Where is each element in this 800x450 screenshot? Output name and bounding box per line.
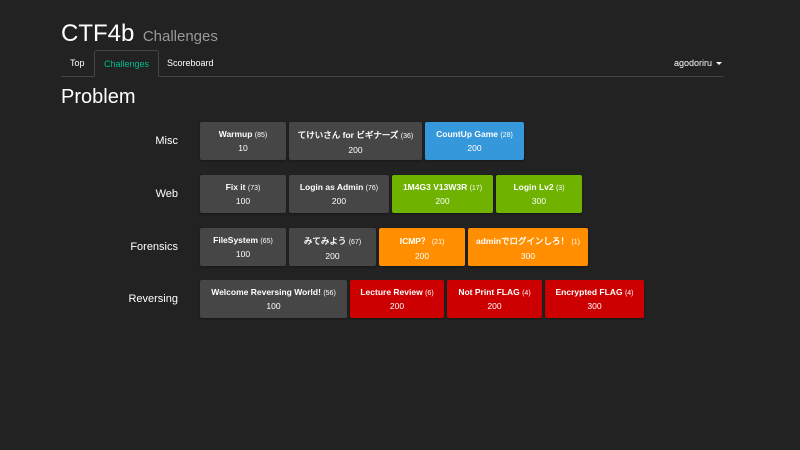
brand: CTF4b Challenges bbox=[61, 20, 218, 48]
challenge-points: 300 bbox=[520, 251, 536, 261]
challenge-title: 1M4G3 V13W3R (17) bbox=[402, 182, 483, 192]
challenge-title: Encrypted FLAG (4) bbox=[555, 287, 634, 297]
challenge-points: 200 bbox=[389, 301, 405, 311]
challenge-points: 200 bbox=[348, 145, 363, 155]
solve-count: (1) bbox=[571, 239, 580, 246]
challenge-title: FileSystem (65) bbox=[213, 235, 273, 245]
challenge-card[interactable]: Not Print FLAG (4) 200 bbox=[447, 280, 542, 318]
solve-count: (76) bbox=[365, 185, 379, 192]
challenge-card[interactable]: ICMP？ (21) 200 bbox=[379, 228, 465, 266]
solve-count: (21) bbox=[431, 239, 445, 246]
category-row-forensics: Forensics FileSystem (65) 100 みてみよう (67)… bbox=[0, 228, 800, 268]
challenge-points: 300 bbox=[587, 301, 602, 311]
challenge-card[interactable]: CountUp Game (28) 200 bbox=[425, 122, 524, 160]
tab-challenges[interactable]: Challenges bbox=[94, 50, 160, 77]
solve-count: (56) bbox=[323, 290, 336, 297]
challenge-title: CountUp Game (28) bbox=[436, 129, 513, 139]
challenge-card[interactable]: みてみよう (67) 200 bbox=[289, 228, 376, 266]
category-row-reversing: Reversing Welcome Reversing World! (56) … bbox=[0, 280, 800, 320]
category-label: Misc bbox=[155, 135, 178, 147]
brand-subtitle: Challenges bbox=[142, 28, 218, 45]
brand-title[interactable]: CTF4b bbox=[61, 20, 135, 47]
challenge-card[interactable]: adminでログインしろ！ (1) 300 bbox=[468, 228, 588, 266]
solve-count: (28) bbox=[500, 132, 513, 139]
challenge-points: 200 bbox=[467, 143, 482, 153]
category-row-web: Web Fix it (73) 100 Login as Admin (76) … bbox=[0, 175, 800, 215]
challenge-points: 200 bbox=[414, 251, 430, 261]
category-label: Web bbox=[155, 188, 178, 200]
solve-count: (67) bbox=[348, 239, 362, 246]
category-row-misc: Misc Warmup (85) 10 てけいさん for ビギナーズ (36)… bbox=[0, 122, 800, 162]
challenge-title: Fix it (73) bbox=[225, 182, 261, 192]
user-name: agodoriru bbox=[673, 58, 712, 68]
challenge-title: ICMP？ (21) bbox=[399, 236, 445, 246]
challenge-card[interactable]: Encrypted FLAG (4) 300 bbox=[545, 280, 644, 318]
nav-tabs: Top Challenges Scoreboard agodoriru bbox=[61, 50, 724, 77]
challenge-points: 200 bbox=[331, 196, 347, 206]
challenge-points: 100 bbox=[235, 249, 251, 259]
caret-down-icon bbox=[716, 62, 722, 66]
solve-count: (17) bbox=[469, 185, 483, 192]
solve-count: (65) bbox=[260, 238, 273, 245]
challenge-points: 10 bbox=[238, 143, 248, 153]
challenge-card[interactable]: てけいさん for ビギナーズ (36) 200 bbox=[289, 122, 422, 160]
solve-count: (4) bbox=[522, 290, 531, 297]
challenge-points: 200 bbox=[487, 301, 502, 311]
challenge-points: 200 bbox=[435, 196, 450, 206]
challenge-title: Login Lv2 (3) bbox=[513, 182, 565, 192]
challenge-points: 100 bbox=[266, 301, 281, 311]
challenge-card[interactable]: Warmup (85) 10 bbox=[200, 122, 286, 160]
tab-top[interactable]: Top bbox=[70, 58, 85, 68]
challenge-points: 300 bbox=[531, 196, 547, 206]
solve-count: (73) bbox=[247, 185, 261, 192]
challenge-title: てけいさん for ビギナーズ (36) bbox=[297, 130, 414, 140]
challenge-card[interactable]: Welcome Reversing World! (56) 100 bbox=[200, 280, 347, 318]
solve-count: (85) bbox=[254, 132, 268, 139]
challenge-title: Lecture Review (6) bbox=[360, 287, 434, 297]
solve-count: (4) bbox=[624, 290, 634, 297]
challenge-card[interactable]: 1M4G3 V13W3R (17) 200 bbox=[392, 175, 493, 213]
user-menu[interactable]: agodoriru bbox=[674, 50, 722, 76]
challenge-card[interactable]: Login as Admin (76) 200 bbox=[289, 175, 389, 213]
category-label: Reversing bbox=[128, 293, 178, 305]
challenge-card[interactable]: FileSystem (65) 100 bbox=[200, 228, 286, 266]
challenge-title: adminでログインしろ！ (1) bbox=[476, 236, 580, 246]
challenge-points: 100 bbox=[235, 196, 251, 206]
challenge-title: Warmup (85) bbox=[218, 129, 268, 139]
challenge-title: Not Print FLAG (4) bbox=[458, 287, 531, 297]
challenge-title: みてみよう (67) bbox=[303, 236, 362, 246]
challenge-card[interactable]: Login Lv2 (3) 300 bbox=[496, 175, 582, 213]
challenge-card[interactable]: Lecture Review (6) 200 bbox=[350, 280, 444, 318]
challenge-points: 200 bbox=[325, 251, 340, 261]
page-title: Problem bbox=[61, 86, 136, 108]
solve-count: (6) bbox=[425, 290, 434, 297]
tab-scoreboard[interactable]: Scoreboard bbox=[167, 58, 214, 68]
category-label: Forensics bbox=[130, 241, 178, 253]
solve-count: (36) bbox=[400, 133, 414, 140]
challenge-title: Welcome Reversing World! (56) bbox=[211, 287, 336, 297]
challenge-card[interactable]: Fix it (73) 100 bbox=[200, 175, 286, 213]
challenge-title: Login as Admin (76) bbox=[299, 182, 379, 192]
solve-count: (3) bbox=[555, 185, 565, 192]
